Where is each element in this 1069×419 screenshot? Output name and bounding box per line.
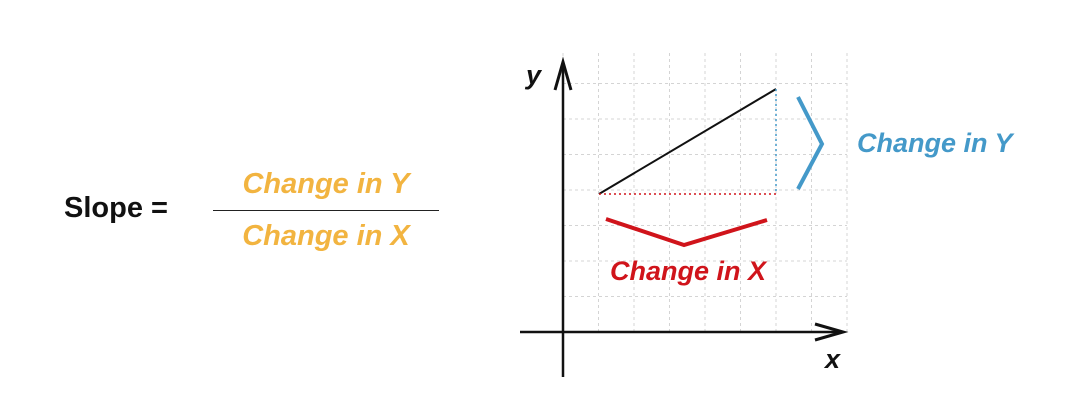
rise-brace	[796, 96, 825, 190]
grid	[562, 53, 848, 333]
diagram-canvas	[520, 53, 849, 377]
change-in-y-label: Change in Y	[857, 128, 1013, 158]
slope-line	[598, 88, 777, 195]
y-axis-label: y	[526, 60, 542, 90]
formula-denominator: Change in X	[242, 220, 410, 252]
y-axis-arrowhead	[553, 56, 573, 91]
formula-numerator: Change in Y	[242, 168, 410, 200]
fraction-bar	[213, 210, 439, 211]
x-axis-arrowhead	[814, 322, 849, 342]
slope-label: Slope =	[64, 192, 168, 224]
run-brace	[605, 217, 768, 248]
x-axis-label: x	[825, 344, 841, 374]
change-in-x-label: Change in X	[610, 256, 767, 286]
slope-diagram: y x Change in Y Change in X	[500, 40, 1040, 390]
slope-formula: Slope = Change in Y Change in X	[0, 0, 460, 419]
